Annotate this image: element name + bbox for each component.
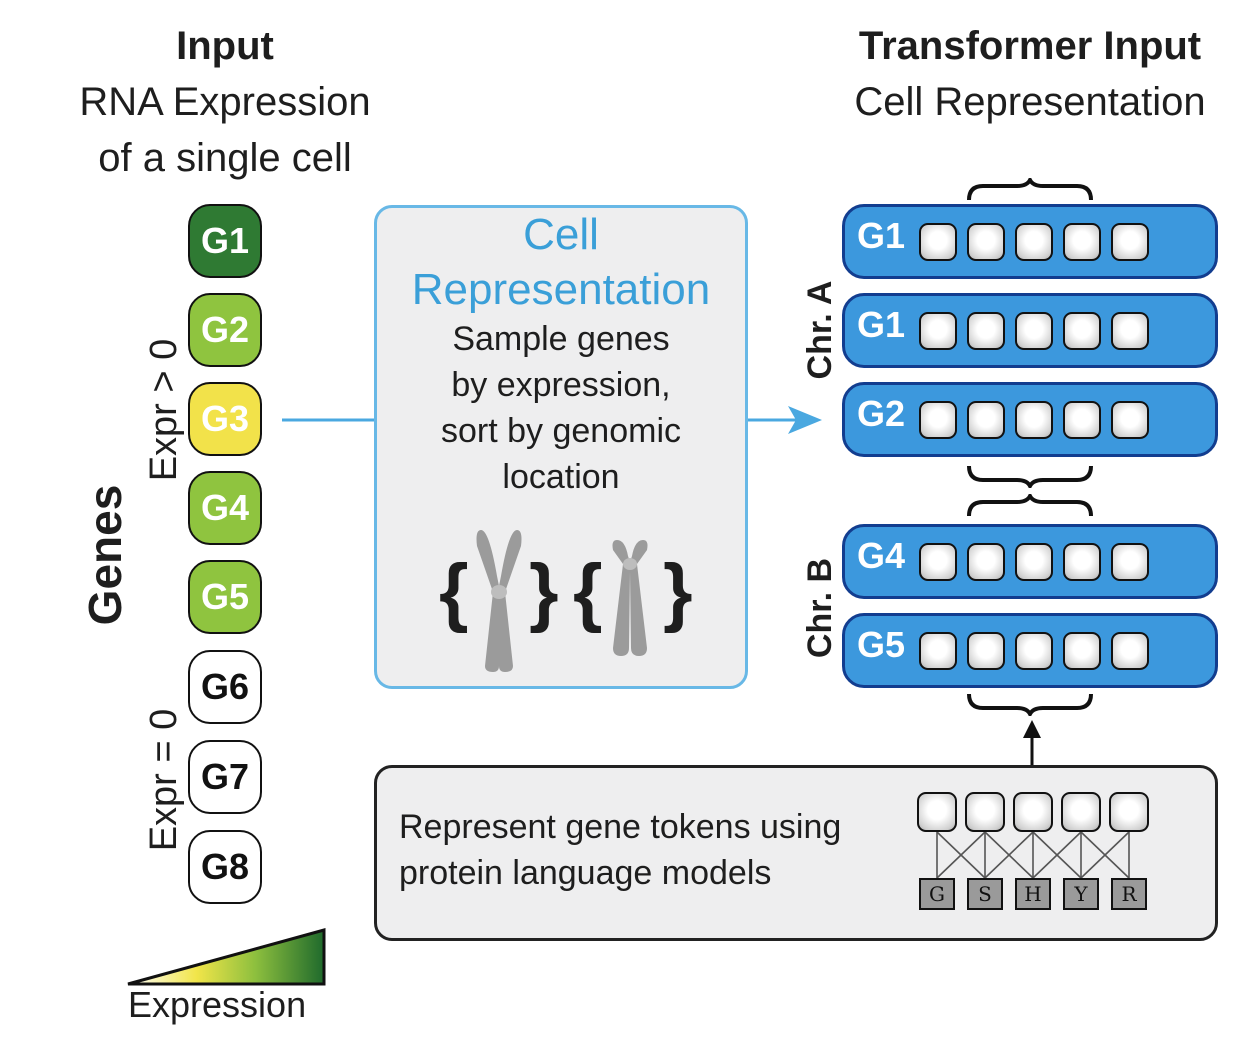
chr-b-label: Chr. B xyxy=(801,557,839,659)
amino-acid-token: R xyxy=(1111,878,1147,910)
brace-open-2: { xyxy=(573,549,603,634)
network-edge xyxy=(936,831,986,879)
amino-acid-token: S xyxy=(967,878,1003,910)
cell-rep-title-line2: Representation xyxy=(411,265,711,314)
chromosome-large-icon xyxy=(476,530,522,672)
gene-box-4: G4 xyxy=(188,471,262,545)
embedding-cube xyxy=(1063,312,1101,350)
brace-middle-2 xyxy=(967,494,1093,517)
embedding-cube xyxy=(919,401,957,439)
brace-bottom xyxy=(967,693,1093,716)
transformer-title: Transformer Input xyxy=(858,24,1202,68)
genes-axis-label: Genes xyxy=(79,484,131,626)
network-edge xyxy=(984,831,1034,879)
protein-network-lines xyxy=(936,831,1130,879)
embedding-cube xyxy=(1111,632,1149,670)
embedding-cube xyxy=(1111,543,1149,581)
expression-legend-label: Expression xyxy=(128,984,307,1025)
gene-box-1: G1 xyxy=(188,204,262,278)
token-row-1: G1 xyxy=(842,204,1218,279)
embedding-cube xyxy=(1111,223,1149,261)
protein-embedding-cube xyxy=(1109,792,1149,832)
embedding-cube xyxy=(919,632,957,670)
protein-language-model-box: Represent gene tokens using protein lang… xyxy=(374,765,1218,941)
embedding-cube xyxy=(967,223,1005,261)
embedding-cube xyxy=(1063,632,1101,670)
protein-text-line2: protein language models xyxy=(399,854,772,892)
token-row-label: G1 xyxy=(857,304,906,345)
brace-middle-1 xyxy=(967,465,1093,488)
embedding-cube xyxy=(1111,401,1149,439)
chromosome-small-icon xyxy=(612,540,648,656)
input-subtitle-line2: of a single cell xyxy=(98,136,352,180)
expr-positive-label: Expr > 0 xyxy=(143,338,185,482)
cell-rep-title-line1: Cell xyxy=(523,210,599,259)
brace-open-1: { xyxy=(439,549,469,634)
input-subtitle-line1: RNA Expression xyxy=(79,80,371,124)
network-edge xyxy=(1080,831,1130,879)
brace-top xyxy=(967,178,1093,201)
embedding-cube xyxy=(1063,223,1101,261)
token-row-4: G4 xyxy=(842,524,1218,599)
gene-box-8: G8 xyxy=(188,830,262,904)
gene-box-2: G2 xyxy=(188,293,262,367)
gene-box-6: G6 xyxy=(188,650,262,724)
expr-zero-label: Expr = 0 xyxy=(143,708,185,852)
cell-rep-body-line3: sort by genomic xyxy=(441,412,681,450)
embedding-cube xyxy=(1063,543,1101,581)
brace-close-1: } xyxy=(529,549,559,634)
transformer-subtitle: Cell Representation xyxy=(854,80,1206,124)
embedding-cube xyxy=(967,312,1005,350)
chr-a-label: Chr. A xyxy=(801,280,839,380)
embedding-cube xyxy=(919,312,957,350)
token-row-label: G4 xyxy=(857,535,906,576)
output-arrow xyxy=(748,406,822,434)
embedding-cube xyxy=(1015,223,1053,261)
embedding-cube xyxy=(919,543,957,581)
embedding-cube xyxy=(1063,401,1101,439)
network-edge xyxy=(1032,831,1082,879)
cell-rep-body-line4: location xyxy=(502,458,620,496)
token-row-5: G5 xyxy=(842,613,1218,688)
protein-embedding-cube xyxy=(1061,792,1101,832)
embedding-cube xyxy=(967,632,1005,670)
embedding-cube xyxy=(919,223,957,261)
protein-up-arrow xyxy=(1023,720,1041,766)
cell-rep-body-line2: by expression, xyxy=(451,366,671,404)
protein-embedding-cube xyxy=(917,792,957,832)
amino-acid-token: G xyxy=(919,878,955,910)
cell-representation-box: Cell Representation Sample genes by expr… xyxy=(374,205,748,689)
amino-acid-token: H xyxy=(1015,878,1051,910)
token-row-3: G2 xyxy=(842,382,1218,457)
input-title: Input xyxy=(176,24,274,68)
token-row-label: G1 xyxy=(857,215,906,256)
embedding-cube xyxy=(1015,632,1053,670)
protein-embedding-cube xyxy=(1013,792,1053,832)
amino-acid-token: Y xyxy=(1063,878,1099,910)
embedding-cube xyxy=(1015,312,1053,350)
token-row-label: G2 xyxy=(857,393,906,434)
embedding-cube xyxy=(1111,312,1149,350)
token-row-2: G1 xyxy=(842,293,1218,368)
embedding-cube xyxy=(1015,401,1053,439)
gene-box-5: G5 xyxy=(188,560,262,634)
embedding-cube xyxy=(967,401,1005,439)
token-row-label: G5 xyxy=(857,624,906,665)
gene-box-3: G3 xyxy=(188,382,262,456)
protein-text-line1: Represent gene tokens using xyxy=(399,808,842,846)
embedding-cube xyxy=(1015,543,1053,581)
cell-rep-body-line1: Sample genes xyxy=(452,320,670,358)
protein-embedding-cube xyxy=(965,792,1005,832)
brace-close-2: } xyxy=(663,549,693,634)
gene-box-7: G7 xyxy=(188,740,262,814)
expression-gradient-legend xyxy=(127,928,326,986)
input-arrow xyxy=(282,418,376,422)
embedding-cube xyxy=(967,543,1005,581)
